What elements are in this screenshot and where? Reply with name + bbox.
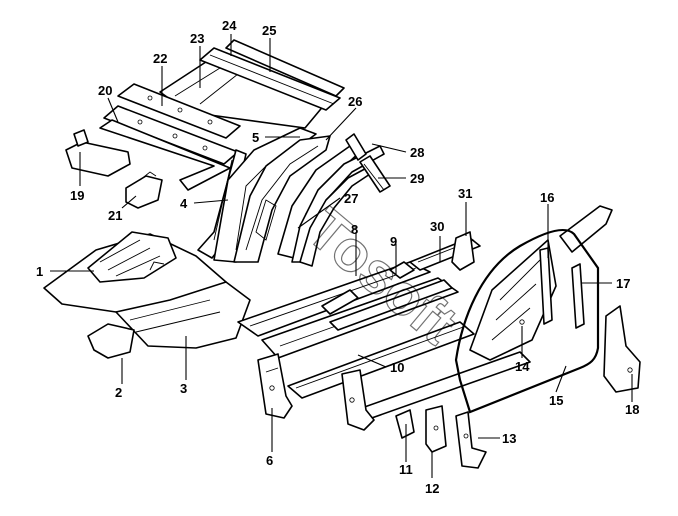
roof-rail-front: [199, 47, 341, 111]
roof-side-strip: [359, 155, 391, 193]
callout-12: 12: [425, 481, 439, 496]
callout-5: 5: [252, 130, 259, 145]
callout-4: 4: [180, 196, 188, 211]
front-floor-panel: [43, 231, 227, 313]
callout-27: 27: [344, 191, 358, 206]
callout-17: 17: [616, 276, 630, 291]
callout-18: 18: [625, 402, 639, 417]
rear-pillar-foot-13: [455, 411, 487, 469]
callout-23: 23: [190, 31, 204, 46]
front-pillar-foot-6: [257, 353, 293, 419]
panel-18: [603, 305, 641, 393]
callout-30: 30: [430, 219, 444, 234]
callout-31: 31: [458, 186, 472, 201]
callout-22: 22: [153, 51, 167, 66]
callout-29: 29: [410, 171, 424, 186]
callout-10: 10: [390, 360, 404, 375]
quarter-bracket-15: [454, 228, 600, 414]
callout-2: 2: [115, 385, 122, 400]
bracket-11: [395, 409, 415, 439]
callout-20: 20: [98, 83, 112, 98]
floor-crossmember: [87, 323, 135, 359]
callout-1: 1: [36, 264, 43, 279]
strip-17: [571, 263, 585, 329]
callout-25: 25: [262, 23, 276, 38]
gusset-31: [451, 231, 475, 271]
callout-16: 16: [540, 190, 554, 205]
bracket-12: [425, 405, 447, 453]
sill-outer: [287, 321, 475, 399]
sill-rocker-8: [321, 289, 359, 315]
callout-14: 14: [515, 359, 530, 374]
callout-28: 28: [410, 145, 424, 160]
rear-view-mirror: [125, 171, 163, 209]
callout-24: 24: [222, 18, 237, 33]
quarter-brace: [345, 133, 367, 161]
leader-lines: [50, 34, 633, 478]
pillar-b: [233, 135, 331, 263]
callout-6: 6: [266, 453, 273, 468]
rear-body-panel: [559, 205, 613, 253]
callout-13: 13: [502, 431, 516, 446]
center-pillar-foot: [341, 369, 375, 431]
roof-bow-front: [99, 119, 231, 191]
callout-21: 21: [108, 208, 122, 223]
callout-8: 8: [351, 222, 358, 237]
callout-19: 19: [70, 188, 84, 203]
rear-floor-panel: [115, 281, 251, 349]
callout-11: 11: [399, 462, 413, 477]
quarter-panel-inner-14: [469, 239, 557, 361]
roof-bow-rear: [117, 83, 241, 139]
callout-26: 26: [348, 94, 362, 109]
callout-3: 3: [180, 381, 187, 396]
callout-15: 15: [549, 393, 563, 408]
callout-9: 9: [390, 234, 397, 249]
strip-16: [539, 247, 553, 325]
sun-visor: [65, 129, 131, 177]
